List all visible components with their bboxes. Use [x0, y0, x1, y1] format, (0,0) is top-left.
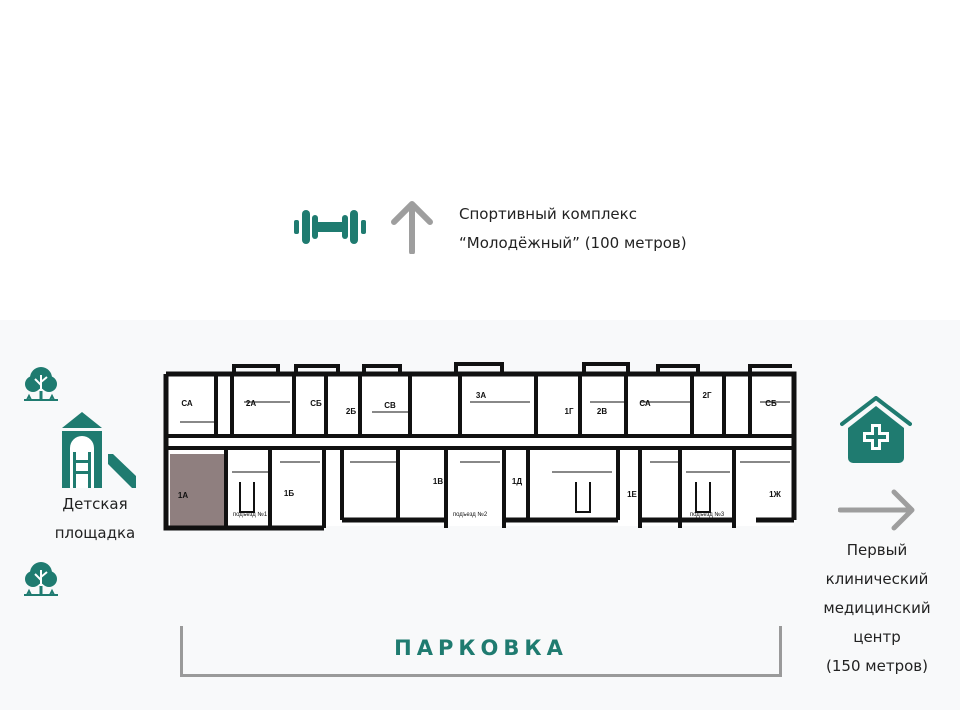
unit-label: 2Б	[346, 407, 356, 416]
unit-label: 1А	[178, 491, 188, 500]
dumbbell-icon	[294, 210, 366, 244]
parking-bracket-right	[779, 626, 782, 634]
floor-plan: СА 2А СБ 2Б СВ 3А 1Г 2В СА 2Г СБ 1А 1Б 1…	[163, 362, 797, 531]
unit-label: 1Е	[627, 490, 637, 499]
tree-icon	[24, 562, 58, 596]
unit-label: 1Ж	[769, 490, 781, 499]
unit-label: СА	[181, 399, 193, 408]
playground-line-1: Детская	[62, 495, 128, 513]
playground-line-2: площадка	[54, 524, 136, 542]
entrance-label: подъезд №1	[233, 511, 268, 518]
arrow-right-icon	[838, 489, 915, 531]
unit-label: СВ	[384, 401, 396, 410]
playground-label: Детская площадка	[40, 490, 150, 548]
arrow-up-icon	[391, 201, 433, 254]
medical-line-3: медицинский	[823, 599, 931, 617]
unit-label: 2Г	[703, 391, 712, 400]
unit-label: 1Б	[284, 489, 294, 498]
medical-line-5: (150 метров)	[826, 657, 928, 675]
unit-label: 3А	[476, 391, 486, 400]
medical-house-icon	[840, 396, 912, 463]
medical-line-2: клинический	[825, 570, 929, 588]
sport-line-1: Спортивный комплекс	[459, 205, 637, 223]
sport-complex-label: Спортивный комплекс “Молодёжный” (100 ме…	[459, 200, 687, 258]
entrance-label: подъезд №2	[453, 511, 488, 518]
unit-label: 2В	[597, 407, 607, 416]
parking-label: ПАРКОВКА	[394, 636, 568, 660]
playground-icon	[62, 412, 136, 488]
unit-label: СБ	[310, 399, 322, 408]
medical-center-label: Первый клинический медицинский центр (15…	[812, 536, 942, 681]
sport-line-2: “Молодёжный” (100 метров)	[459, 234, 687, 252]
parking-area: ПАРКОВКА	[180, 626, 782, 677]
unit-label: 1Д	[512, 477, 522, 486]
medical-line-4: центр	[853, 628, 901, 646]
unit-label: 1Г	[565, 407, 574, 416]
parking-bracket-left	[180, 626, 183, 634]
tree-icon	[24, 367, 58, 401]
highlighted-apartment-1a[interactable]	[170, 454, 226, 528]
medical-line-1: Первый	[846, 541, 908, 559]
unit-label: 2А	[246, 399, 256, 408]
unit-label: 1В	[433, 477, 443, 486]
unit-label: СБ	[765, 399, 777, 408]
unit-label: СА	[639, 399, 651, 408]
entrance-label: подъезд №3	[690, 511, 725, 518]
